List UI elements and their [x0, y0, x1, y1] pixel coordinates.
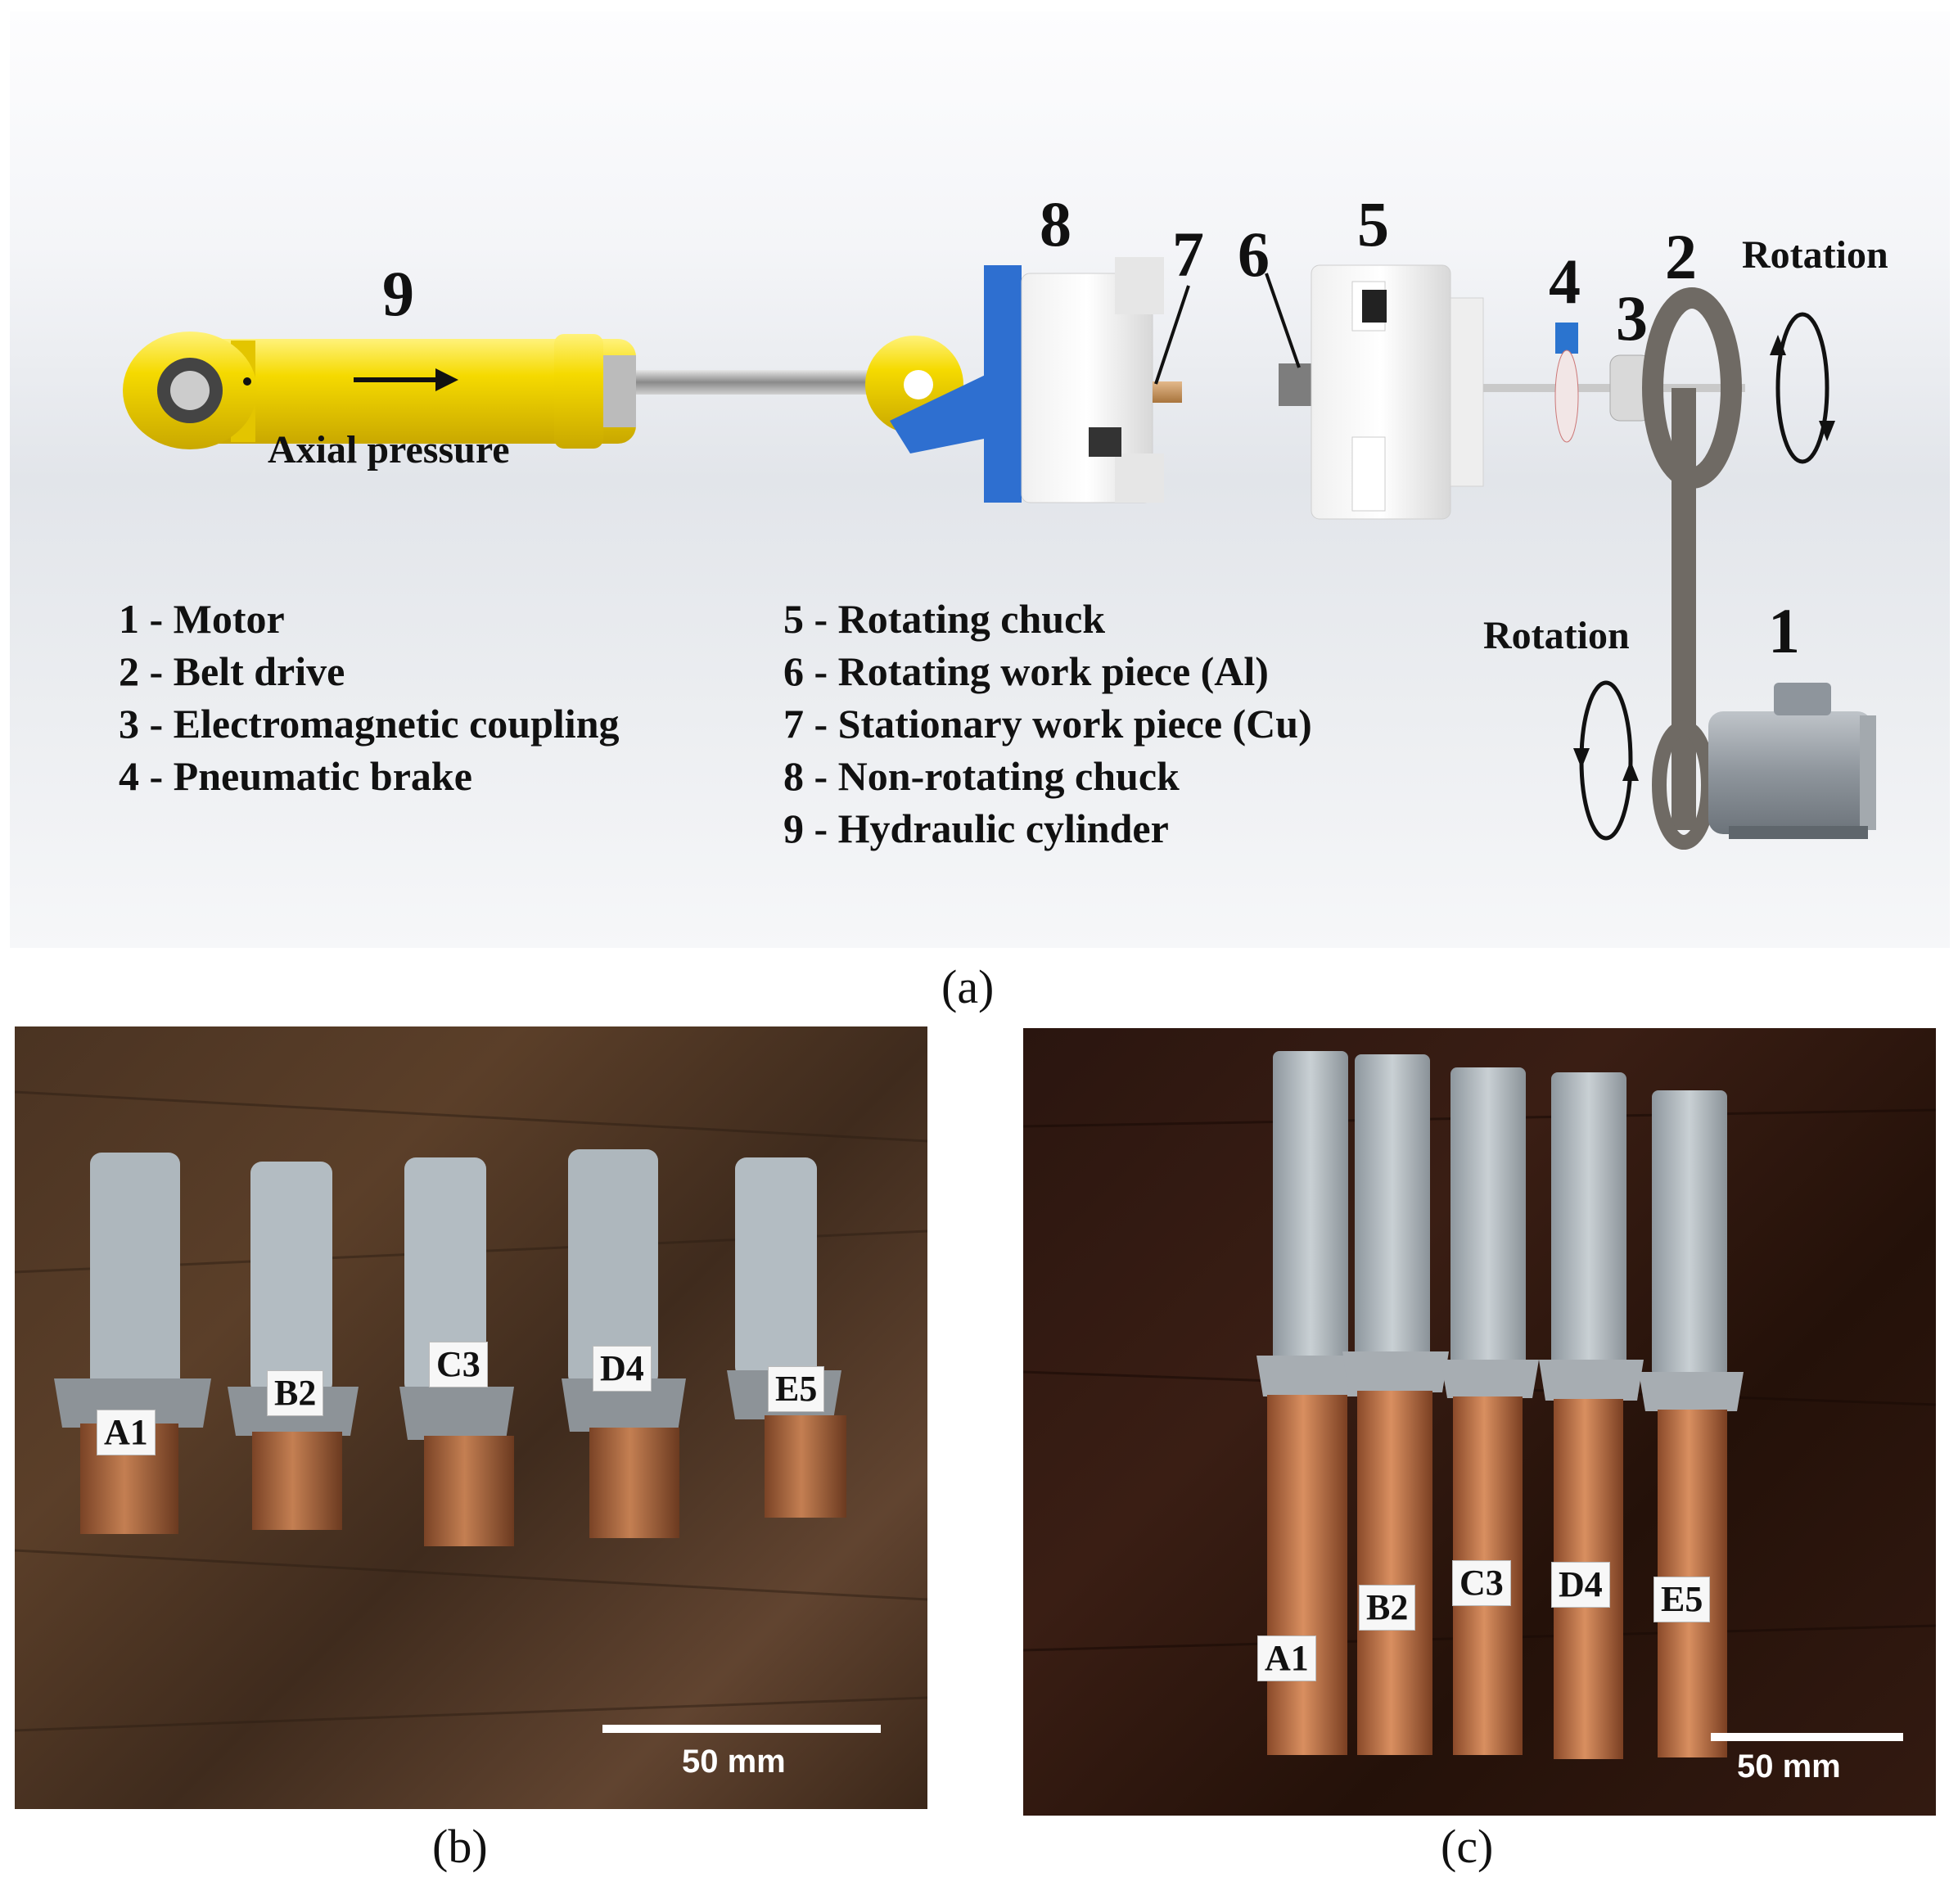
label-6: 6: [1238, 219, 1270, 290]
sample-specimen: [1539, 1072, 1644, 1759]
label-3: 3: [1616, 282, 1648, 354]
rotating-chuck: [1279, 264, 1729, 520]
leader-line-6: [1265, 273, 1301, 368]
sample-label: A1: [97, 1410, 156, 1455]
axial-pressure-arrow: [354, 368, 458, 391]
legend-item: 5 - Rotating chuck: [783, 596, 1106, 642]
legend-left: 1 - Motor 2 - Belt drive 3 - Electromagn…: [119, 593, 620, 802]
legend-item: 7 - Stationary work piece (Cu): [783, 701, 1312, 747]
label-7: 7: [1172, 219, 1204, 290]
rotation-label-bottom: Rotation: [1483, 614, 1630, 657]
sample-specimen: [1256, 1051, 1367, 1755]
legend-item: 1 - Motor: [119, 596, 285, 642]
sample-specimen: [228, 1162, 359, 1530]
label-2: 2: [1665, 221, 1697, 292]
label-8: 8: [1040, 188, 1071, 259]
legend-item: 2 - Belt drive: [119, 648, 345, 694]
photo-panel-c: A1 B2 C3 D4 E5 50 mm: [1023, 1028, 1936, 1816]
sample-specimen: [1441, 1067, 1539, 1755]
scale-bar-label: 50 mm: [682, 1744, 786, 1780]
pneumatic-brake: [1554, 323, 1579, 443]
legend-item: 9 - Hydraulic cylinder: [783, 805, 1169, 851]
rotation-label-top: Rotation: [1742, 233, 1888, 277]
sample-label: C3: [1452, 1560, 1511, 1606]
photo-panel-b: A1 B2 C3 D4 E5 50 mm: [15, 1026, 927, 1809]
non-rotating-chuck: [984, 257, 1182, 503]
schematic-panel: 9 8 7 6 5 4 3 2 1 Axial pressure Rotatio…: [10, 11, 1950, 948]
sample-specimen: [399, 1157, 514, 1546]
leader-line-7: [1154, 285, 1190, 385]
sample-specimen: [562, 1149, 686, 1538]
sample-specimen: [54, 1153, 211, 1534]
sample-label: D4: [593, 1346, 652, 1392]
rotation-arrow-top: [1770, 312, 1835, 464]
sample-label: A1: [1257, 1636, 1316, 1681]
sample-label: E5: [1653, 1577, 1711, 1622]
samples-b: [15, 1090, 927, 1733]
scale-bar-label: 50 mm: [1737, 1748, 1841, 1784]
caption-a: (a): [941, 960, 995, 1013]
legend-item: 3 - Electromagnetic coupling: [119, 701, 620, 747]
sample-specimen: [727, 1157, 846, 1518]
sample-specimen: [1639, 1090, 1744, 1757]
label-4: 4: [1549, 246, 1581, 317]
sample-label: C3: [429, 1342, 488, 1387]
legend-right: 5 - Rotating chuck 6 - Rotating work pie…: [783, 593, 1312, 855]
sample-label: B2: [1359, 1585, 1416, 1631]
sample-label: E5: [768, 1366, 825, 1412]
sample-label: B2: [267, 1370, 324, 1416]
clevis: [865, 336, 992, 453]
caption-b: (b): [432, 1820, 488, 1873]
machine-illustration: [123, 257, 1876, 850]
sample-label: D4: [1551, 1562, 1610, 1608]
label-5: 5: [1357, 188, 1389, 259]
rotation-arrow-bottom: [1573, 680, 1639, 841]
motor: [1708, 683, 1876, 839]
hydraulic-cylinder: [123, 332, 890, 449]
legend-item: 4 - Pneumatic brake: [119, 753, 472, 799]
caption-c: (c): [1441, 1820, 1494, 1873]
samples-c: [1023, 1051, 1936, 1759]
legend-item: 6 - Rotating work piece (Al): [783, 648, 1269, 694]
axial-pressure-label: Axial pressure: [268, 428, 510, 471]
label-1: 1: [1768, 595, 1800, 666]
legend-item: 8 - Non-rotating chuck: [783, 753, 1180, 799]
sample-specimen: [1342, 1054, 1449, 1755]
label-9: 9: [382, 258, 414, 329]
